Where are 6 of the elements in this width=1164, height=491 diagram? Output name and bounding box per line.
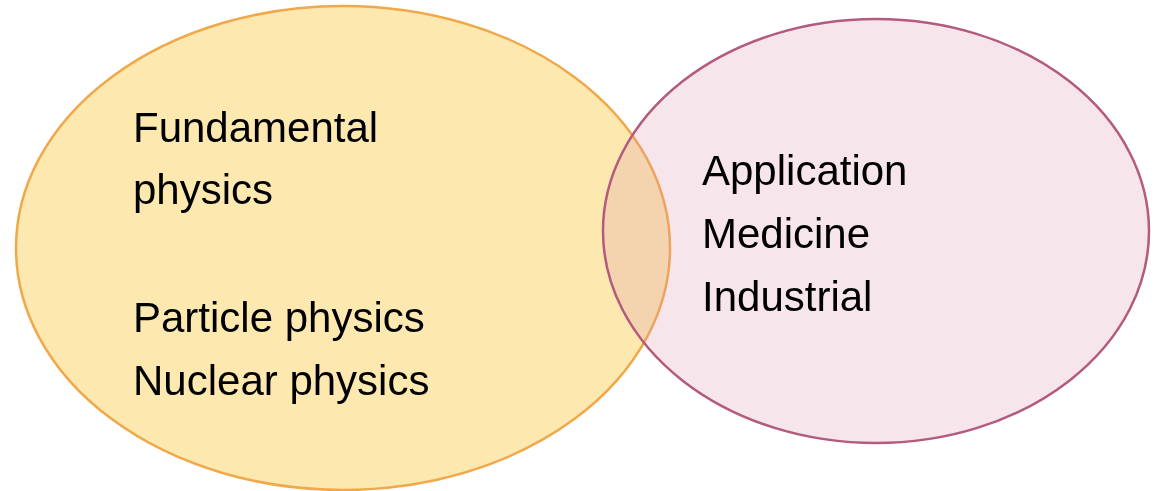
set-label: Nuclear physics <box>133 356 431 406</box>
set-label: Medicine <box>702 209 872 259</box>
set-label: Application <box>702 146 909 196</box>
set-label: Fundamental physics <box>133 103 380 215</box>
set-label: Industrial <box>702 272 874 322</box>
set-label: Particle physics <box>133 293 426 343</box>
